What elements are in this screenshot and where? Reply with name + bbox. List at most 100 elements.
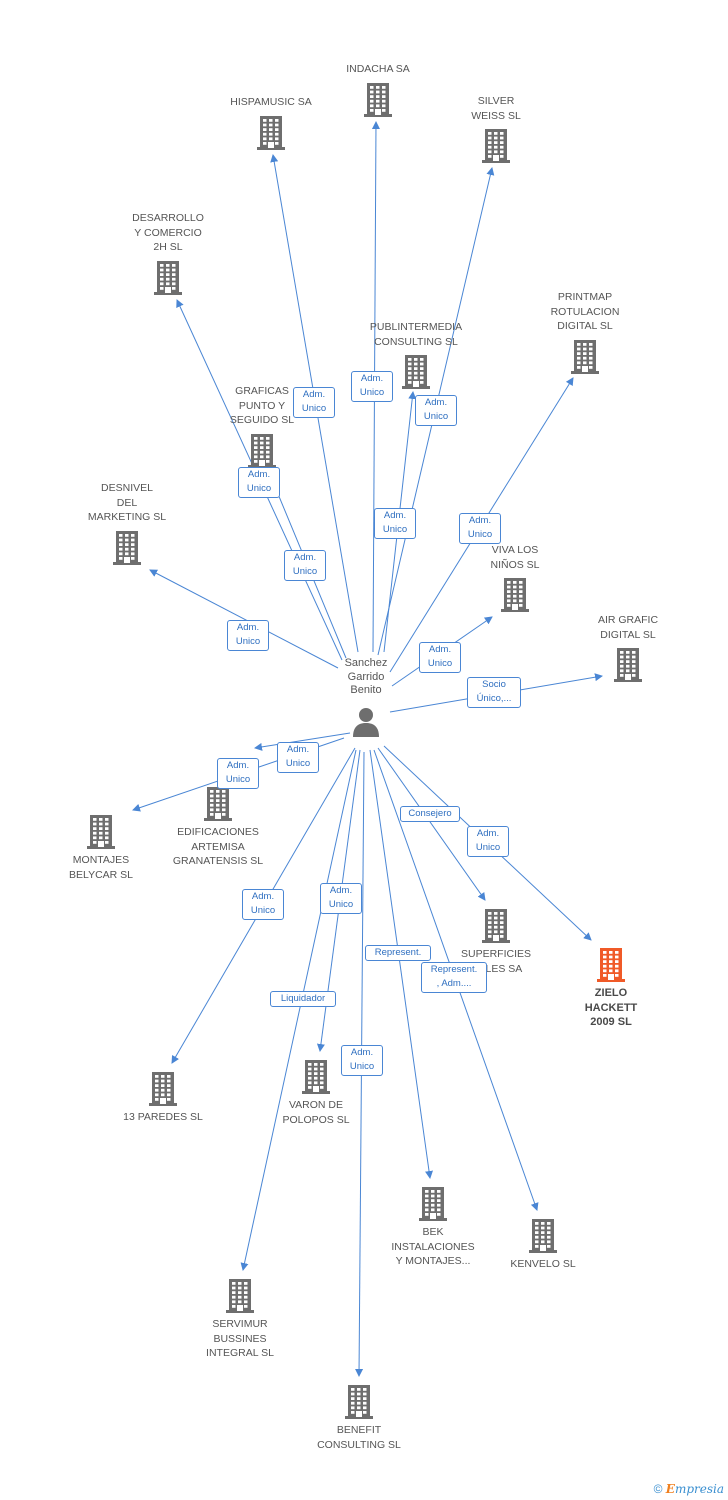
relation-label-line: Unico [250, 905, 276, 916]
relation-label-line: Unico [475, 842, 501, 853]
relation-label-line: Adm. [226, 759, 250, 771]
company-label-line: ROTULACION [550, 305, 620, 318]
relation-label-line: Adm. [424, 396, 448, 408]
relation-label-printmap[interactable]: Adm.Unico [459, 512, 501, 544]
relation-label-line: Unico [349, 1061, 375, 1072]
edge-servimur [240, 749, 357, 1271]
relation-label-line: Unico [427, 658, 453, 669]
company-label-line: DIGITAL SL [557, 320, 613, 332]
company-label-line: GRANATENSIS SL [172, 855, 264, 867]
person-node[interactable]: Sanchez Garrido Benito [326, 657, 406, 738]
relation-label-line: Unico [467, 529, 493, 540]
relation-label-superficies[interactable]: Consejero [400, 805, 460, 823]
relation-label-paredes[interactable]: Adm. Unico [242, 888, 284, 920]
building-icon [345, 1385, 373, 1419]
relation-label-line: Unico [292, 566, 318, 577]
relation-label-line: Adm. [476, 827, 500, 839]
relation-label-desnivel[interactable]: Adm. Unico [227, 619, 269, 651]
relation-label-servimur[interactable]: Liquidador [270, 990, 336, 1008]
footer-brand: © Empresia [654, 1482, 724, 1496]
relation-label-varon[interactable]: Adm.Unico [320, 882, 362, 914]
relation-label-line: Represent. [374, 946, 422, 958]
relation-label-desarrollo[interactable]: Adm.Unico [238, 466, 280, 498]
building-icon [154, 260, 182, 295]
company-label-line: WEISS SL [471, 109, 521, 122]
building-icon [204, 787, 232, 821]
person-name-line-1: Sanchez [344, 657, 388, 669]
relation-label-zielo[interactable]: Adm. Unico [467, 825, 509, 857]
company-label-line: DESARROLLO [132, 212, 204, 224]
company-label-line: 13 PAREDES SL [123, 1111, 203, 1123]
company-label-line: PRINTMAP [557, 291, 613, 303]
relation-label-line: Unico [301, 403, 327, 414]
building-icon [226, 1279, 254, 1313]
relation-label-line: Adm. [236, 621, 260, 633]
company-node-hispamusic[interactable]: HISPAMUSIC SA [211, 95, 331, 150]
relation-label-line: Unico [359, 387, 385, 398]
building-icon [529, 1219, 557, 1253]
company-label-line: SILVER [477, 95, 515, 107]
relation-label-edificaciones[interactable]: Adm.Unico [277, 741, 319, 773]
relation-label-kenvelo[interactable]: Represent. , Adm.... [421, 961, 487, 993]
building-icon [402, 355, 430, 389]
company-label-line: SEGUIDO SL [229, 414, 295, 426]
relation-label-hispamusic[interactable]: Adm. Unico [293, 386, 335, 418]
company-node-indacha[interactable]: INDACHA SA [318, 62, 438, 117]
company-node-kenvelo[interactable]: KENVELO SL [483, 1219, 603, 1272]
building-icon [364, 82, 392, 117]
company-label-line: SERVIMUR [212, 1318, 268, 1330]
relation-label-montajes[interactable]: Adm. Unico [217, 757, 259, 789]
relation-label-line: Unico [328, 899, 354, 910]
company-node-paredes[interactable]: 13 PAREDES SL [103, 1072, 223, 1125]
relation-label-line: Unico [225, 774, 251, 785]
company-node-printmap[interactable]: PRINTMAP ROTULACION DIGITAL SL [525, 290, 645, 374]
relation-label-benefit[interactable]: Adm.Unico [341, 1044, 383, 1076]
company-label-line: Y MONTAJES... [395, 1255, 471, 1267]
building-icon [482, 909, 510, 943]
relation-label-graficas[interactable]: Adm.Unico [284, 549, 326, 581]
relation-label-line: Represent. [430, 963, 478, 975]
company-label-line: KENVELO SL [510, 1258, 576, 1270]
relation-label-line: Socio [482, 678, 506, 690]
building-icon [87, 815, 115, 849]
relation-label-bek[interactable]: Represent. [365, 944, 431, 962]
company-label-line: NIÑOS SL [490, 558, 540, 571]
company-label-line: HISPAMUSIC SA [230, 96, 312, 108]
company-label-line: DESNIVEL [101, 482, 153, 494]
relation-label-publintermedia[interactable]: Adm. Unico [374, 507, 416, 539]
relation-label-silver[interactable]: Adm. Unico [415, 394, 457, 426]
relation-label-line: Adm. [251, 890, 275, 902]
relation-label-line: Unico [246, 483, 272, 494]
company-label-line: AIR GRAFIC [597, 614, 659, 626]
company-label-line: 2H SL [153, 241, 183, 253]
person-icon [353, 707, 379, 737]
company-label-line: VARON DE [288, 1099, 344, 1111]
company-node-silver[interactable]: SILVER WEISS SL [436, 94, 556, 163]
relation-label-viva[interactable]: Adm.Unico [419, 641, 461, 673]
relation-label-line: , Adm.... [436, 978, 472, 989]
relation-label-line: Unico [285, 758, 311, 769]
relation-label-line: Adm. [302, 388, 326, 400]
relation-label-indacha[interactable]: Adm.Unico [351, 370, 393, 402]
relation-label-line: Unico [235, 636, 261, 647]
company-label-line: CONSULTING SL [374, 335, 458, 348]
relation-label-line: Único,... [476, 693, 512, 704]
relation-label-line: Unico [423, 411, 449, 422]
relation-label-line: Unico [382, 524, 408, 535]
person-name-line-2: Garrido [347, 670, 385, 683]
relation-label-line: Adm. [383, 509, 407, 521]
